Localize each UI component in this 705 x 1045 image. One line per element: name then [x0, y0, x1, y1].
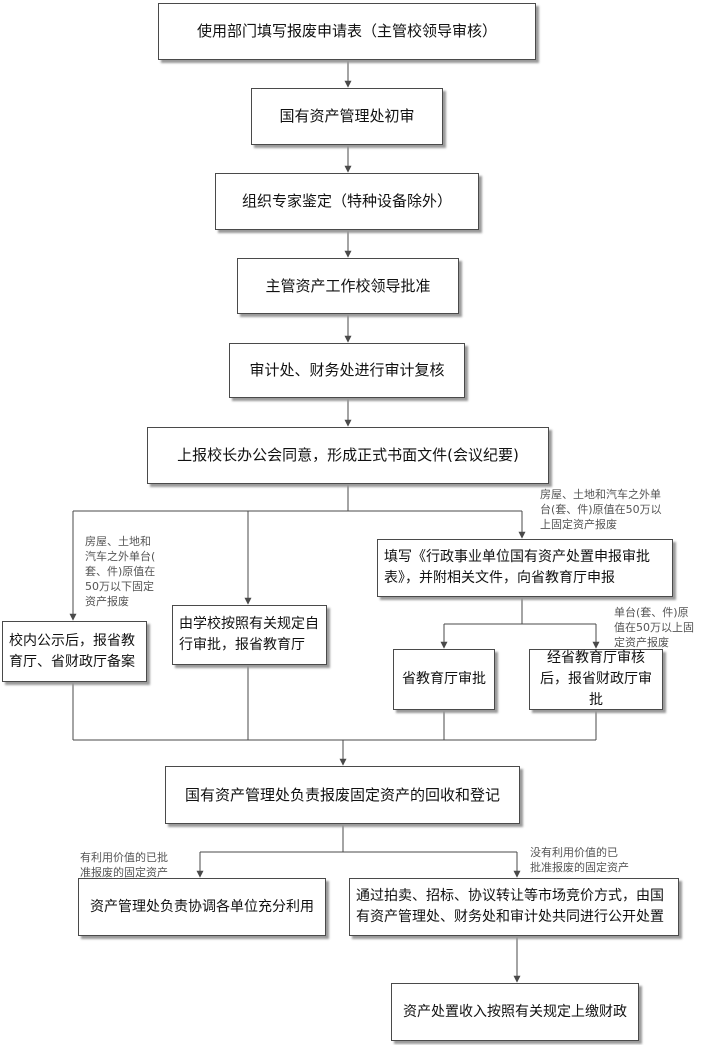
step-public-disposal: 通过拍卖、招标、协议转让等市场竞价方式，由国有资产管理处、财务处和审计处共同进行… [349, 878, 679, 936]
step-recovery-registration: 国有资产管理处负责报废固定资产的回收和登记 [165, 766, 520, 824]
step-initial-review: 国有资产管理处初审 [251, 88, 443, 145]
branch-school-approval: 由学校按照有关规定自行审批，报省教育厅 [172, 605, 327, 665]
note-unusable: 没有利用价值的已 批准报废的固定资产 [530, 846, 629, 874]
step-audit-review: 审计处、财务处进行审计复核 [229, 343, 465, 398]
step-leader-approval: 主管资产工作校领导批准 [237, 258, 459, 314]
note-under-50w: 房屋、土地和 汽车之外单台( 套、件)原值在 50万以下固定 资产报废 [85, 535, 156, 608]
branch-public-notice: 校内公示后，报省教育厅、省财政厅备案 [2, 621, 147, 682]
branch-finance-dept-approval: 经省教育厅审核后，报省财政厅审批 [529, 649, 663, 710]
branch-submit-form: 填写《行政事业单位国有资产处置申报审批表》，并附相关文件，向省教育厅申报 [377, 539, 673, 597]
note-single-over-50w: 单台(套、件)原 值在50万以上固 定资产报废 [614, 606, 694, 649]
note-over-50w: 房屋、土地和汽车之外单 台(套、件)原值在50万以 上固定资产报废 [540, 488, 662, 531]
step-revenue-submission: 资产处置收入按照有关规定上缴财政 [391, 983, 639, 1041]
step-expert-appraisal: 组织专家鉴定（特种设备除外） [215, 173, 479, 230]
step-utilize: 资产管理处负责协调各单位充分利用 [78, 878, 326, 936]
branch-edu-dept-approval: 省教育厅审批 [393, 649, 495, 710]
step-apply: 使用部门填写报废申请表（主管校领导审核） [158, 3, 536, 60]
note-usable: 有利用价值的已批 准报废的固定资产 [80, 851, 168, 879]
step-president-meeting: 上报校长办公会同意，形成正式书面文件(会议纪要) [147, 427, 549, 484]
